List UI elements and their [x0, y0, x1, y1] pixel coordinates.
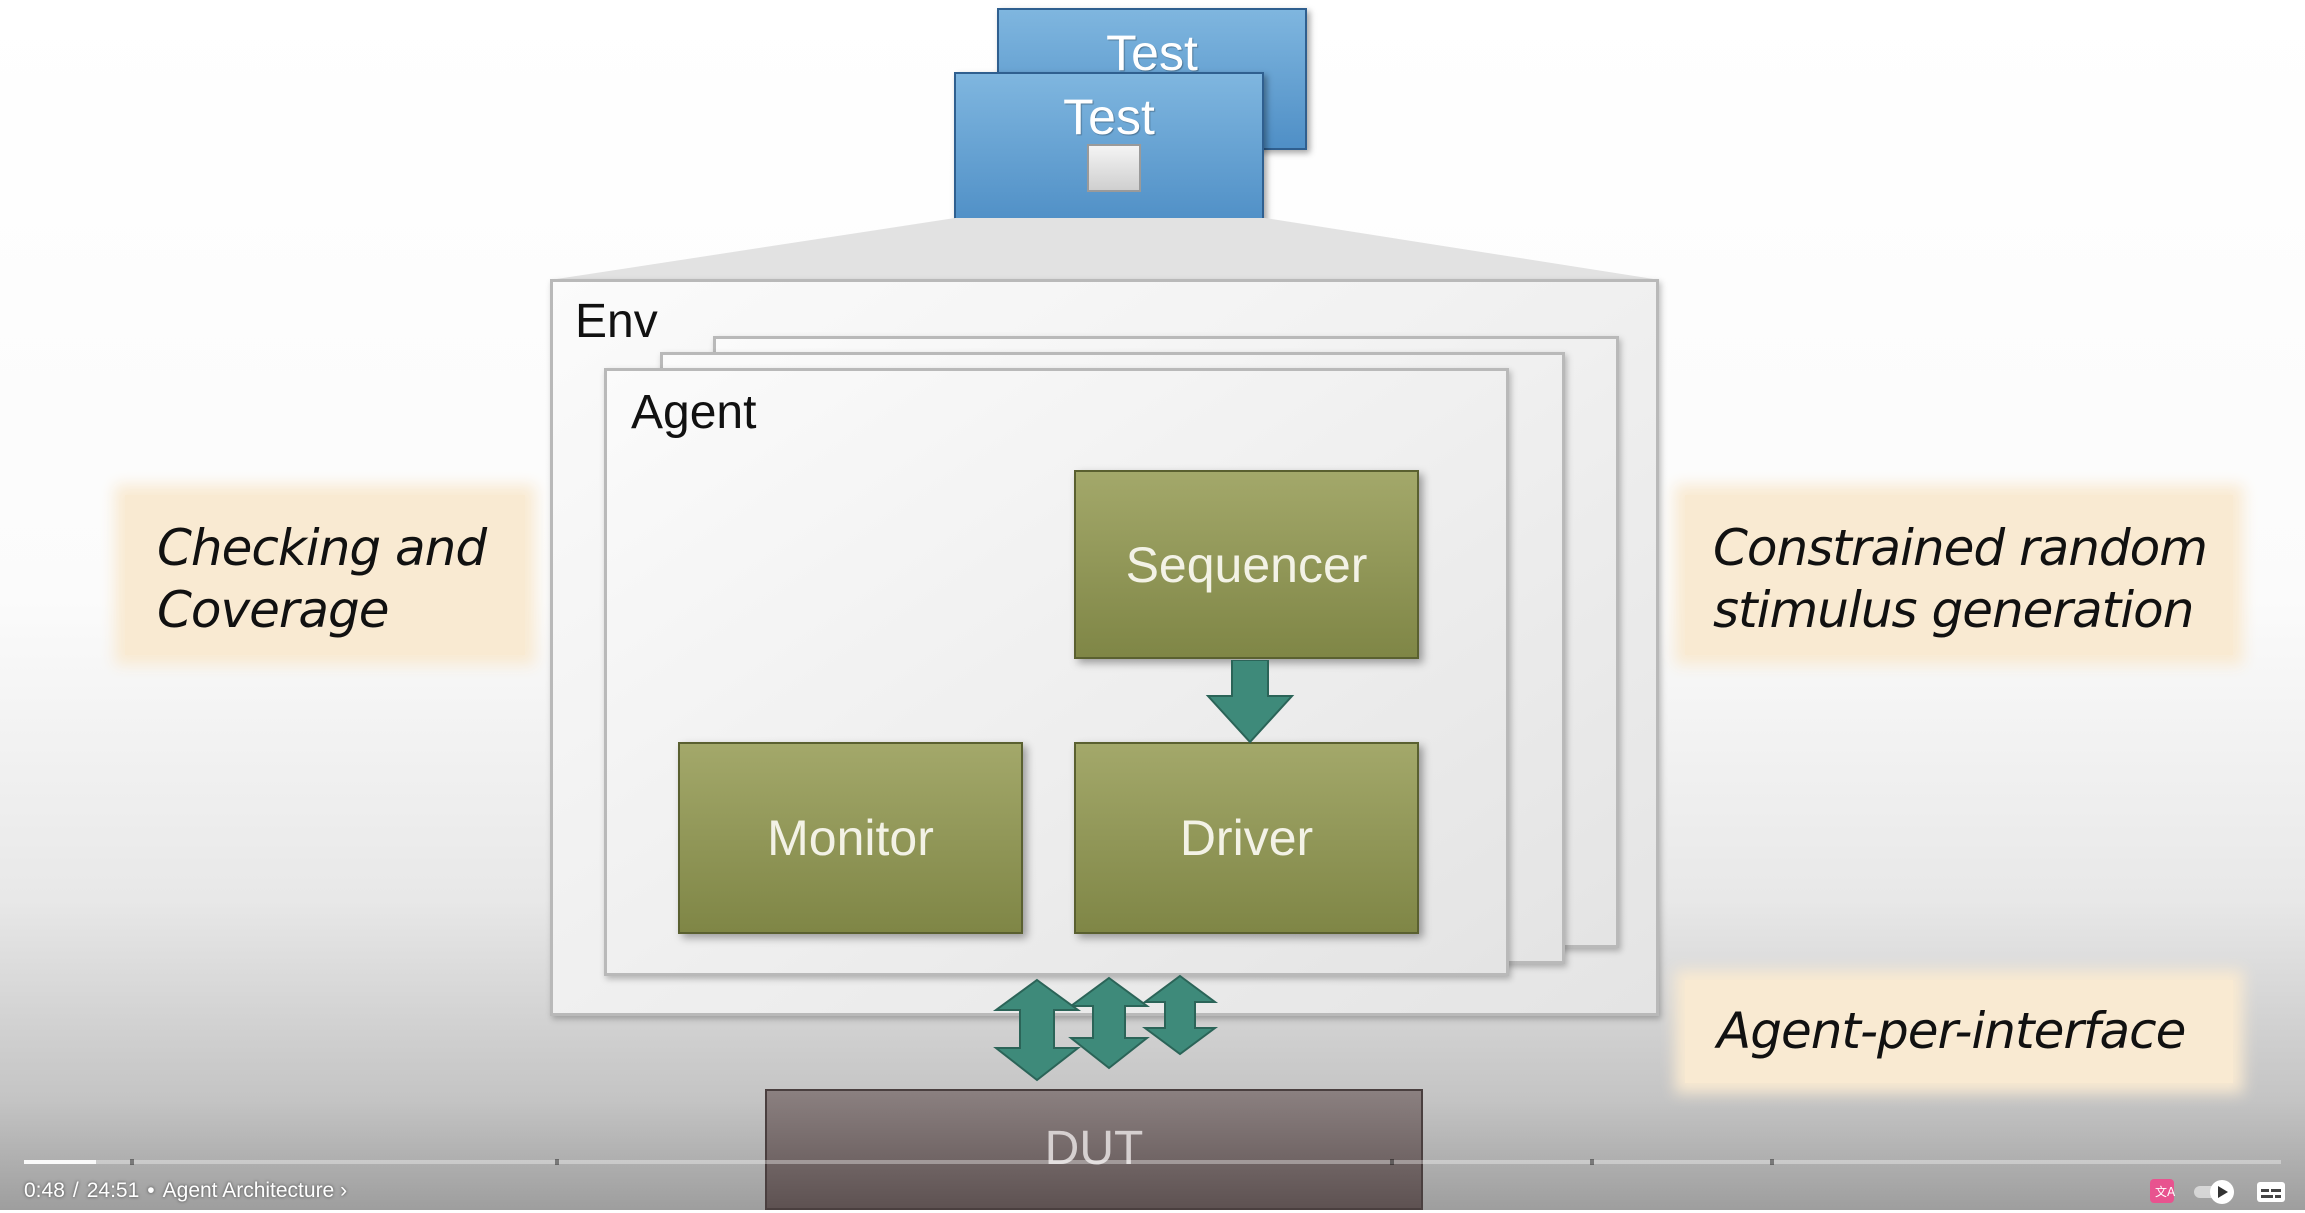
chapter-marker	[1770, 1159, 1774, 1165]
svg-text:文A: 文A	[2155, 1184, 2176, 1199]
sequencer-box: Sequencer	[1074, 470, 1419, 659]
dut-box: DUT	[765, 1089, 1423, 1210]
sequencer-driver-arrow	[1205, 660, 1295, 744]
env-label: Env	[575, 295, 658, 348]
test-chip-icon	[1087, 144, 1141, 192]
dut-bidirectional-arrows	[992, 974, 1219, 1082]
duration: 24:51	[86, 1179, 140, 1202]
test-front-label: Test	[1063, 89, 1155, 145]
note-left-line1: Checking and	[157, 519, 487, 577]
test-box-front: Test	[954, 72, 1264, 227]
test-back-label: Test	[1106, 25, 1198, 81]
note-checking-coverage: Checking and Coverage	[125, 495, 525, 655]
chapter-marker	[555, 1159, 559, 1165]
test-to-env-fan	[550, 218, 1660, 280]
note-left-line2: Coverage	[157, 581, 390, 639]
driver-box: Driver	[1074, 742, 1419, 934]
chapter-marker	[1390, 1159, 1394, 1165]
chapter-marker	[1590, 1159, 1594, 1165]
subtitles-icon[interactable]	[2254, 1176, 2288, 1208]
chevron-right-icon: ›	[340, 1179, 348, 1202]
progress-played	[24, 1160, 97, 1164]
time-separator: /	[72, 1179, 79, 1202]
driver-label: Driver	[1179, 810, 1314, 866]
bullet: •	[147, 1179, 155, 1202]
monitor-box: Monitor	[678, 742, 1023, 934]
chapter-title: Agent Architecture	[162, 1179, 335, 1202]
agent-label: Agent	[631, 386, 757, 439]
translate-icon[interactable]: 文A	[2146, 1176, 2180, 1208]
note-constrained-random: Constrained random stimulus generation	[1685, 495, 2233, 655]
monitor-label: Monitor	[767, 810, 934, 866]
note-right-line2: stimulus generation	[1713, 581, 2194, 639]
time-display: 0:48 / 24:51 • Agent Architecture ›	[24, 1176, 347, 1206]
sequencer-label: Sequencer	[1125, 536, 1368, 593]
note-right-line1: Constrained random	[1713, 519, 2208, 577]
progress-bar[interactable]	[24, 1160, 2281, 1164]
autoplay-toggle-icon[interactable]	[2192, 1176, 2240, 1208]
note-bottom: Agent-per-interface	[1717, 1002, 2186, 1060]
current-time: 0:48	[24, 1179, 65, 1202]
note-agent-per-interface: Agent-per-interface	[1685, 980, 2233, 1083]
chapter-marker	[130, 1159, 134, 1165]
chapter-title-button[interactable]: Agent Architecture ›	[163, 1179, 347, 1203]
dut-label: DUT	[1044, 1122, 1144, 1175]
